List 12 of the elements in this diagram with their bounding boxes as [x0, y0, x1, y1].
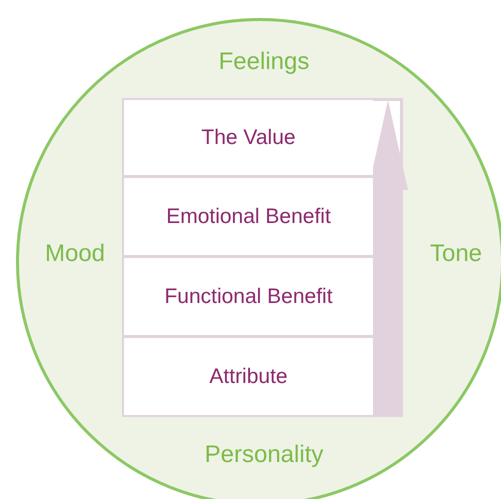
level-label: Emotional Benefit: [166, 204, 331, 230]
circle-label: Personality: [204, 440, 324, 470]
level-label: Attribute: [209, 364, 288, 390]
level-label: The Value: [201, 124, 296, 151]
stack-level-box: [124, 258, 373, 338]
stack-level-box: [124, 100, 373, 178]
circle-label: Tone: [430, 239, 482, 269]
stack-level-box: [124, 178, 373, 258]
circle-label: Mood: [44, 239, 106, 269]
stack-level-box: [124, 338, 373, 415]
circle-label: Feelings: [218, 47, 310, 77]
level-label: Functional Benefit: [164, 284, 333, 310]
